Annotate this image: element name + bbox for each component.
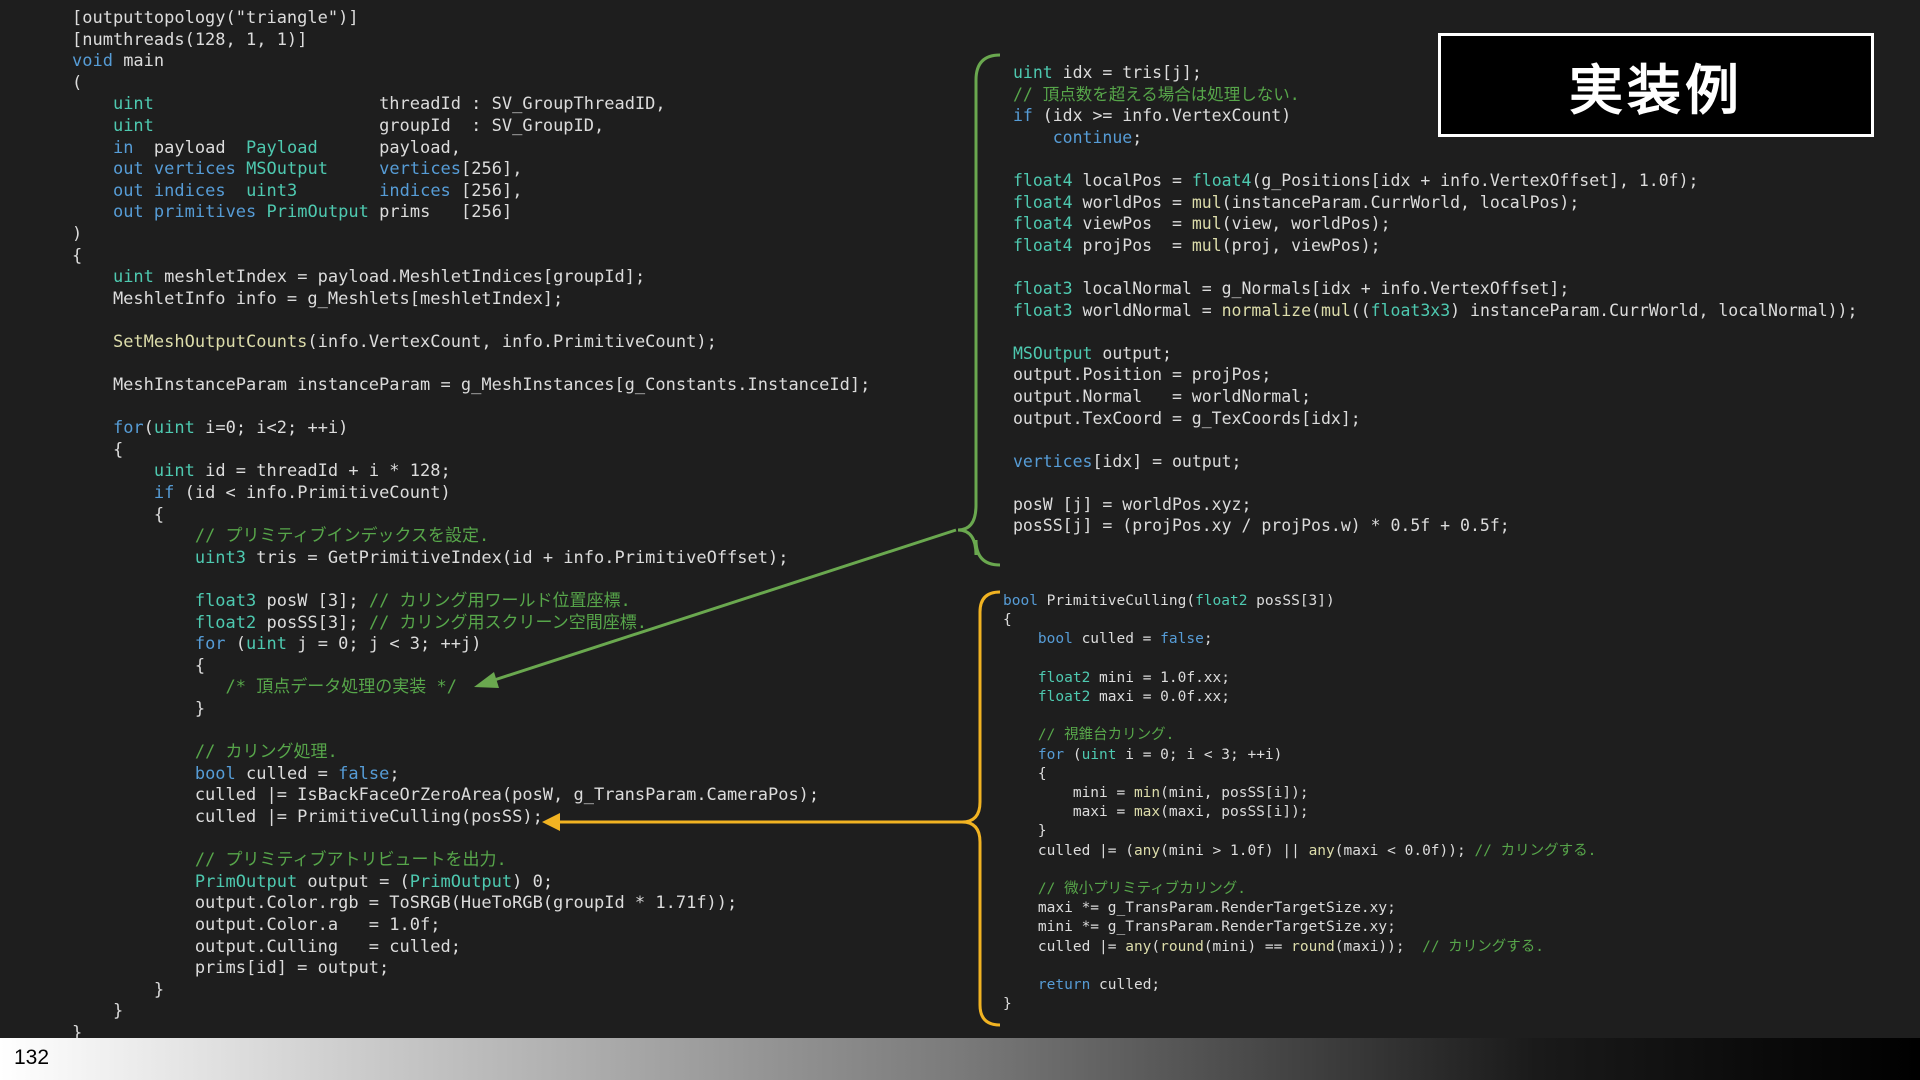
green-bracket (957, 53, 1001, 567)
code-line: prims[id] = output; (72, 958, 390, 979)
code-line: MeshletInfo info = g_Meshlets[meshletInd… (72, 288, 564, 309)
green-arrow (481, 528, 957, 686)
orange-bracket (961, 590, 1001, 1027)
code-line: uint idx = tris[j]; (1013, 63, 1202, 82)
code-line: out primitives PrimOutput prims [256] (112, 202, 513, 223)
code-line: } (72, 979, 165, 1000)
vertex-processing-code-block: uint idx = tris[j]; // 頂点数を超える場合は処理しない.if… (1013, 62, 1857, 537)
code-line: uint groupId : SV_GroupID, (112, 115, 605, 136)
code-line: MSOutput output; (1013, 343, 1172, 363)
code-line: // カリング処理. (194, 742, 338, 763)
annotation-overlay (474, 53, 1001, 1027)
code-line: uint3 tris = GetPrimitiveIndex(id + info… (194, 547, 789, 568)
code-line: if (idx >= info.VertexCount) (1013, 106, 1292, 126)
code-line: uint id = threadId + i * 128; (153, 461, 451, 482)
code-line: MeshInstanceParam instanceParam = g_Mesh… (72, 375, 871, 396)
code-line: culled |= PrimitiveCulling(posSS); (72, 806, 543, 827)
code-line: for(uint i=0; i<2; ++i) (112, 418, 349, 439)
code-line: ( (72, 72, 83, 93)
code-line: { (72, 655, 206, 676)
code-line: float4 localPos = float4(g_Positions[idx… (1013, 170, 1699, 190)
code-line: /* 頂点データ処理の実装 */ (225, 677, 457, 698)
code-line: float4 worldPos = mul(instanceParam.Curr… (1013, 192, 1580, 212)
code-line: // 視錐台カリング. (1037, 727, 1175, 744)
code-line: bool culled = false; (1037, 631, 1213, 648)
code-line: { (1003, 612, 1012, 629)
code-line: output.Color.rgb = ToSRGB(HueToRGB(group… (72, 893, 738, 914)
code-line: posW [j] = worldPos.xyz; (1013, 494, 1252, 514)
code-line: for (uint i = 0; i < 3; ++i) (1037, 746, 1283, 763)
code-line: } (72, 699, 206, 719)
code-line: { (1003, 765, 1047, 782)
code-line: output.Normal = worldNormal; (1013, 386, 1312, 406)
code-line: float3 posW [3]; // カリング用ワールド位置座標. (194, 591, 631, 612)
code-line: culled |= IsBackFaceOrZeroArea(posW, g_T… (72, 785, 820, 806)
code-line: output.Color.a = 1.0f; (72, 914, 441, 935)
code-line: void main (72, 51, 165, 72)
code-line: maxi = max(maxi, posSS[i]); (1003, 804, 1309, 821)
code-line: float2 posSS[3]; // カリング用スクリーン空間座標. (194, 612, 647, 633)
code-line: ) (72, 223, 83, 244)
code-line: { (72, 245, 83, 266)
code-line: [outputtopology("triangle")] (72, 8, 359, 28)
code-line: out indices uint3 indices [256], (112, 180, 523, 201)
code-line: out vertices MSOutput vertices[256], (112, 159, 523, 180)
code-line: { (72, 504, 165, 525)
code-line: // プリミティブアトリビュートを出力. (194, 850, 507, 871)
code-line: for (uint j = 0; j < 3; ++j) (194, 634, 482, 655)
code-line: { (72, 439, 124, 460)
code-line: return culled; (1037, 977, 1161, 994)
code-line: maxi *= g_TransParam.RenderTargetSize.xy… (1003, 900, 1396, 917)
green-arrowhead (474, 672, 499, 688)
code-line: // プリミティブインデックスを設定. (194, 526, 490, 547)
code-line: // 微小プリミティブカリング. (1037, 881, 1246, 898)
code-line: uint meshletIndex = payload.MeshletIndic… (112, 267, 646, 288)
code-line: posSS[j] = (projPos.xy / projPos.w) * 0.… (1013, 516, 1510, 536)
code-line: mini *= g_TransParam.RenderTargetSize.xy… (1003, 919, 1396, 936)
code-line: float2 maxi = 0.0f.xx; (1037, 689, 1230, 706)
code-line: } (72, 1022, 83, 1043)
code-line: vertices[idx] = output; (1013, 451, 1242, 471)
code-line: uint threadId : SV_GroupThreadID, (112, 94, 666, 115)
code-line: in payload Payload payload, (112, 137, 461, 158)
code-line: float2 mini = 1.0f.xx; (1037, 669, 1230, 686)
slide-title-box: 実装例 (1438, 33, 1874, 137)
code-line: if (id < info.PrimitiveCount) (153, 483, 451, 504)
code-line: float3 localNormal = g_Normals[idx + inf… (1013, 278, 1570, 298)
page-number: 132 (14, 1046, 50, 1069)
primitive-culling-code-block: bool PrimitiveCulling(float2 posSS[3]){ … (1003, 592, 1596, 1014)
code-line: bool PrimitiveCulling(float2 posSS[3]) (1003, 593, 1335, 609)
code-line: SetMeshOutputCounts(info.VertexCount, in… (112, 331, 717, 352)
code-line: continue; (1052, 127, 1143, 147)
code-line: bool culled = false; (194, 763, 400, 784)
code-line: culled |= any(round(mini) == round(maxi)… (1003, 938, 1545, 955)
slide-title: 実装例 (1569, 58, 1743, 122)
code-line: // 頂点数を超える場合は処理しない. (1013, 84, 1300, 104)
orange-arrowhead (542, 813, 560, 831)
code-line: } (1003, 996, 1012, 1013)
left-code-block: [outputtopology("triangle")][numthreads(… (72, 8, 870, 1045)
code-line: [numthreads(128, 1, 1)] (72, 29, 308, 50)
code-line: PrimOutput output = (PrimOutput) 0; (194, 871, 554, 892)
code-line: } (1003, 823, 1047, 840)
code-line: output.TexCoord = g_TexCoords[idx]; (1013, 408, 1361, 428)
slide-footer: 132 (0, 1038, 1920, 1080)
code-line: mini = min(mini, posSS[i]); (1003, 785, 1309, 802)
code-line: culled |= (any(mini > 1.0f) || any(maxi … (1003, 842, 1597, 859)
code-line: float4 viewPos = mul(view, worldPos); (1013, 214, 1391, 234)
code-line: } (72, 1001, 124, 1022)
code-line: float4 projPos = mul(proj, viewPos); (1013, 235, 1381, 255)
code-line: float3 worldNormal = normalize(mul((floa… (1013, 300, 1858, 320)
code-line: output.Culling = culled; (72, 936, 461, 957)
code-line: output.Position = projPos; (1013, 365, 1272, 385)
